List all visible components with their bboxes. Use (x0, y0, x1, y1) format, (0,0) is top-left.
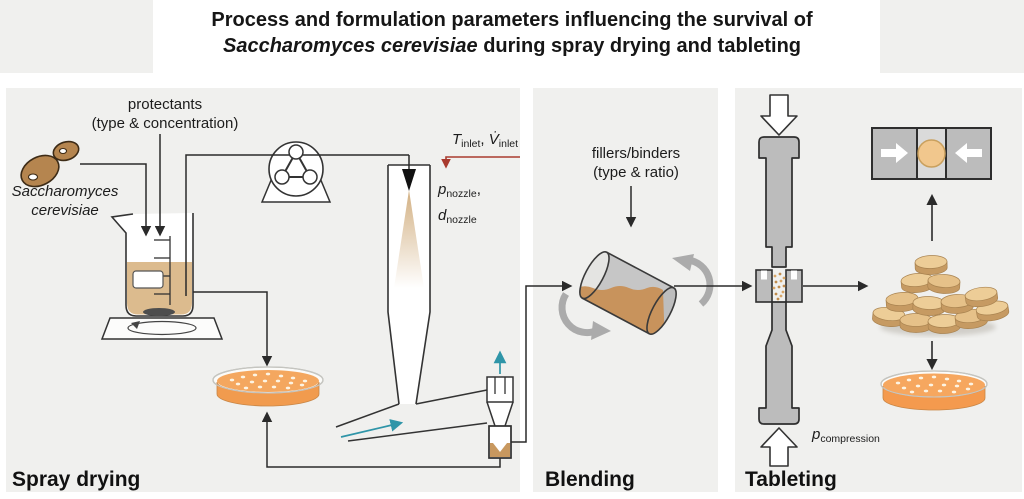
inlet-T-sub: inlet (461, 138, 481, 150)
label-compression-pressure: pcompression (812, 426, 880, 445)
cyclone-separator-icon (486, 350, 514, 427)
compression-p: p (812, 426, 821, 443)
figure-title: Process and formulation parameters influ… (0, 7, 1024, 59)
figure-title-line2-rest: during spray drying and tableting (477, 35, 801, 57)
label-organism: Saccharomyces cerevisiae (3, 182, 127, 220)
label-nozzle-d: dnozzle (438, 205, 481, 231)
nozzle-icon (402, 155, 416, 191)
flow-line-beaker-to-dish (193, 291, 273, 367)
inlet-V: V̇ (488, 131, 499, 148)
section-label-spray-drying: Spray drying (12, 468, 141, 491)
compression-arrow-bottom-icon (760, 427, 798, 467)
petri-dish-left-icon (212, 366, 324, 407)
top-left-corner-block (0, 0, 153, 73)
stir-bar (143, 308, 175, 316)
nozzle-d: d (438, 207, 447, 224)
air-inlet-arrow (441, 156, 520, 169)
label-protectants-line1: protectants (127, 96, 203, 113)
inlet-V-sub: inlet (498, 138, 519, 150)
section-label-tableting: Tableting (745, 468, 837, 491)
flow-line-powder-to-dish (261, 411, 501, 468)
nozzle-comma: , (476, 181, 481, 198)
collection-vessel-icon (488, 425, 512, 459)
stir-plate-icon (100, 317, 224, 340)
label-protectants: protectants (type & concentration) (85, 95, 245, 133)
nozzle-p-sub: nozzle (446, 188, 477, 200)
rotation-arrow-left-icon (558, 292, 611, 340)
compression-sub: compression (820, 433, 880, 445)
tester-arrow-right-icon (881, 143, 908, 163)
airflow-arrow-duct (340, 419, 404, 438)
tester-arrow-left-icon (955, 143, 982, 163)
tester-tablet (917, 139, 946, 168)
tablets-pile-icon (872, 255, 1010, 336)
spray-drying-chamber-icon (387, 164, 431, 405)
inlet-comma: , (480, 131, 489, 148)
label-organism-line2: cerevisiae (31, 202, 99, 219)
rotation-arrow-right-icon (672, 254, 714, 307)
spray-cone (394, 190, 424, 288)
die-icon (755, 269, 803, 303)
upper-punch-icon (758, 136, 800, 268)
label-protectants-line2: (type & concentration) (91, 115, 239, 132)
blender-powder (575, 286, 665, 339)
pump-rotor (281, 151, 311, 178)
exhaust-duct-icon (335, 389, 488, 442)
flow-line-yeast-to-beaker (80, 163, 152, 237)
die-powder (772, 272, 786, 301)
nozzle-p: p (438, 181, 447, 198)
figure-title-line2: Saccharomyces cerevisiae during spray dr… (0, 33, 1024, 59)
yeast-cells-icon (20, 140, 80, 188)
label-nozzle-p: pnozzle, (438, 179, 481, 205)
label-organism-line1: Saccharomyces (11, 183, 119, 200)
petri-dish-right-icon (880, 370, 988, 411)
label-fillers-line1: fillers/binders (591, 145, 681, 162)
label-fillers-line2: (type & ratio) (593, 164, 679, 181)
figure-title-species: Saccharomyces cerevisiae (223, 35, 478, 57)
flow-line-powder-to-blender (511, 280, 573, 443)
section-label-blending: Blending (545, 468, 635, 491)
figure-title-line1: Process and formulation parameters influ… (211, 9, 813, 31)
hardness-tester-icon (871, 127, 992, 180)
peristaltic-pump-icon (185, 141, 409, 296)
tumble-blender-icon (558, 251, 714, 340)
stirred-beaker-icon (110, 213, 194, 317)
stir-rotation-arrowhead (131, 321, 140, 329)
top-right-corner-block (880, 0, 1024, 73)
agar-colonies (229, 372, 308, 390)
inlet-T: T (451, 131, 462, 148)
feed-tube-line (185, 154, 409, 296)
lower-punch-icon (758, 301, 800, 425)
label-fillers-binders: fillers/binders (type & ratio) (556, 144, 716, 182)
label-inlet-params: Tinlet, V̇inlet (430, 131, 540, 150)
beaker-label-sticker (132, 270, 164, 289)
nozzle-d-sub: nozzle (446, 214, 477, 226)
agar-colonies-right (895, 375, 974, 394)
label-nozzle-params: pnozzle, dnozzle (438, 179, 481, 231)
compression-arrow-top-icon (760, 94, 798, 136)
